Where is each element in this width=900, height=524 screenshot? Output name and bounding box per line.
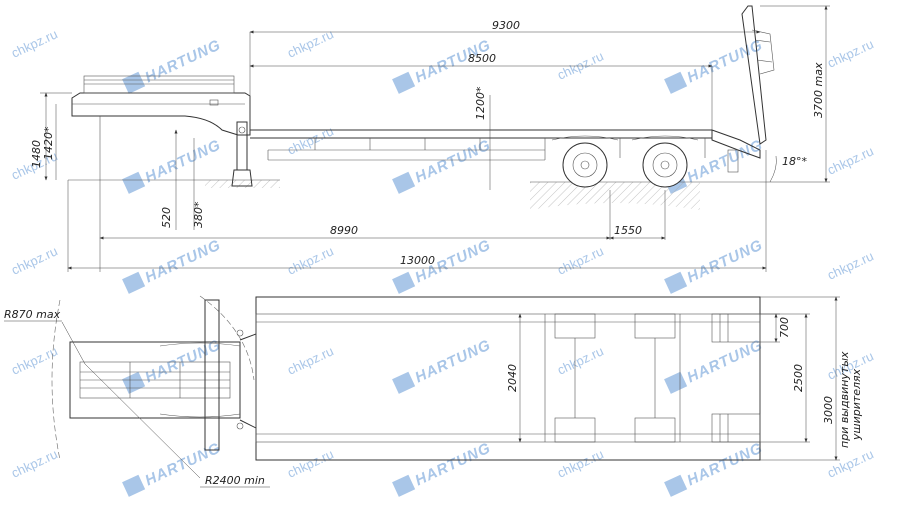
brand-logo-icon <box>392 371 416 394</box>
watermark-site: chkpz.ru <box>825 446 876 480</box>
dim-8500: 8500 <box>468 52 496 65</box>
watermark-brand: HARTUNG <box>142 236 223 286</box>
wheel-2 <box>642 142 688 188</box>
brand-logo-icon <box>122 71 146 94</box>
ramps-top <box>711 313 761 443</box>
watermark-site: chkpz.ru <box>555 48 606 82</box>
dim-2040: 2040 <box>506 364 519 392</box>
brand-logo-icon <box>664 271 688 294</box>
watermark-brand-logo: HARTUNG <box>122 36 224 94</box>
landing-leg <box>231 121 253 187</box>
dim-1480: 1480 <box>30 140 43 168</box>
watermark-site: chkpz.ru <box>9 243 60 277</box>
dim-note-2: уширителях <box>850 368 863 441</box>
brand-logo-icon <box>392 271 416 294</box>
watermark-brand-logo: HARTUNG <box>392 439 494 497</box>
dim-13000: 13000 <box>400 254 435 267</box>
watermark-brand: HARTUNG <box>684 136 765 186</box>
dim-3000: 3000 <box>822 396 835 424</box>
watermark-site: chkpz.ru <box>825 248 876 282</box>
watermark-brand-logo: HARTUNG <box>664 439 766 497</box>
side-dimensions: 9300 8500 1200* 3700 max 1480 1420* 520 … <box>30 5 830 272</box>
brand-logo-icon <box>122 371 146 394</box>
gooseneck-top <box>69 299 244 451</box>
dim-r2400: R2400 min <box>205 474 265 487</box>
watermark-brand-logo: HARTUNG <box>664 336 766 394</box>
top-view: R870 max R2400 min 2040 2500 3000 при вы… <box>4 295 863 488</box>
watermark-brand-logo: HARTUNG <box>392 136 494 194</box>
ground-hatch-rear <box>530 182 700 210</box>
wheel-top-3 <box>554 417 596 443</box>
rear-axles <box>551 135 699 188</box>
dim-3700: 3700 max <box>812 62 825 118</box>
brand-logo-icon <box>122 271 146 294</box>
watermark-brand: HARTUNG <box>412 336 493 386</box>
watermark-site: chkpz.ru <box>825 36 876 70</box>
watermark-brand: HARTUNG <box>142 36 223 86</box>
watermark-brand-logo: HARTUNG <box>122 236 224 294</box>
side-view: 9300 8500 1200* 3700 max 1480 1420* 520 … <box>30 5 830 272</box>
gooseneck <box>71 75 251 140</box>
ground-hatch-front <box>205 180 280 188</box>
watermark-site: chkpz.ru <box>285 123 336 157</box>
wheel-top-4 <box>634 417 676 443</box>
dim-1200: 1200* <box>474 86 487 120</box>
watermark-site: chkpz.ru <box>9 26 60 60</box>
watermark-brand: HARTUNG <box>684 439 765 489</box>
dim-8990: 8990 <box>330 224 358 237</box>
watermark-site: chkpz.ru <box>285 446 336 480</box>
watermark-brand: HARTUNG <box>412 439 493 489</box>
watermark-site: chkpz.ru <box>285 243 336 277</box>
watermark-brand-logo: HARTUNG <box>392 336 494 394</box>
brand-logo-icon <box>122 171 146 194</box>
brand-logo-icon <box>392 71 416 94</box>
dim-r870: R870 max <box>4 308 61 321</box>
dim-700: 700 <box>778 317 791 338</box>
watermark-site: chkpz.ru <box>555 343 606 377</box>
watermark-brand: HARTUNG <box>142 136 223 186</box>
watermark-brand: HARTUNG <box>684 36 765 86</box>
watermark-brand-logo: HARTUNG <box>664 236 766 294</box>
wheel-1 <box>562 142 608 188</box>
dim-520: 520 <box>160 207 173 228</box>
main-deck-top <box>255 296 761 461</box>
watermark-brand: HARTUNG <box>684 336 765 386</box>
dim-9300: 9300 <box>492 19 520 32</box>
watermark-brand-logo: HARTUNG <box>664 36 766 94</box>
wheel-top-2 <box>634 313 676 339</box>
rear-ramp <box>711 5 775 173</box>
dim-1420: 1420* <box>42 126 55 160</box>
brand-logo-icon <box>392 171 416 194</box>
watermark-site: chkpz.ru <box>9 446 60 480</box>
watermark-site: chkpz.ru <box>285 343 336 377</box>
brand-logo-icon <box>664 474 688 497</box>
main-deck <box>250 129 712 161</box>
watermark-site: chkpz.ru <box>825 143 876 177</box>
dim-1550: 1550 <box>614 224 642 237</box>
dim-angle-18: 18°* <box>782 155 807 168</box>
dim-2500: 2500 <box>792 364 805 392</box>
watermark-brand: HARTUNG <box>142 336 223 386</box>
top-dimensions: R870 max R2400 min 2040 2500 3000 при вы… <box>4 296 863 488</box>
dim-380: 380* <box>192 201 205 228</box>
dim-note-1: при выдвинутых <box>838 351 851 448</box>
watermark-brand-logo: HARTUNG <box>122 439 224 497</box>
brand-logo-icon <box>392 474 416 497</box>
wheels-top <box>554 313 676 443</box>
watermark-site: chkpz.ru <box>555 243 606 277</box>
watermarks: chkpz.ru chkpz.ru chkpz.ru chkpz.ru chkp… <box>9 26 876 497</box>
brand-logo-icon <box>122 474 146 497</box>
watermark-brand: HARTUNG <box>684 236 765 286</box>
watermark-site: chkpz.ru <box>555 446 606 480</box>
brand-logo-icon <box>664 71 688 94</box>
watermark-site: chkpz.ru <box>285 26 336 60</box>
watermark-brand: HARTUNG <box>412 136 493 186</box>
brand-logo-icon <box>664 371 688 394</box>
wheel-top-1 <box>554 313 596 339</box>
